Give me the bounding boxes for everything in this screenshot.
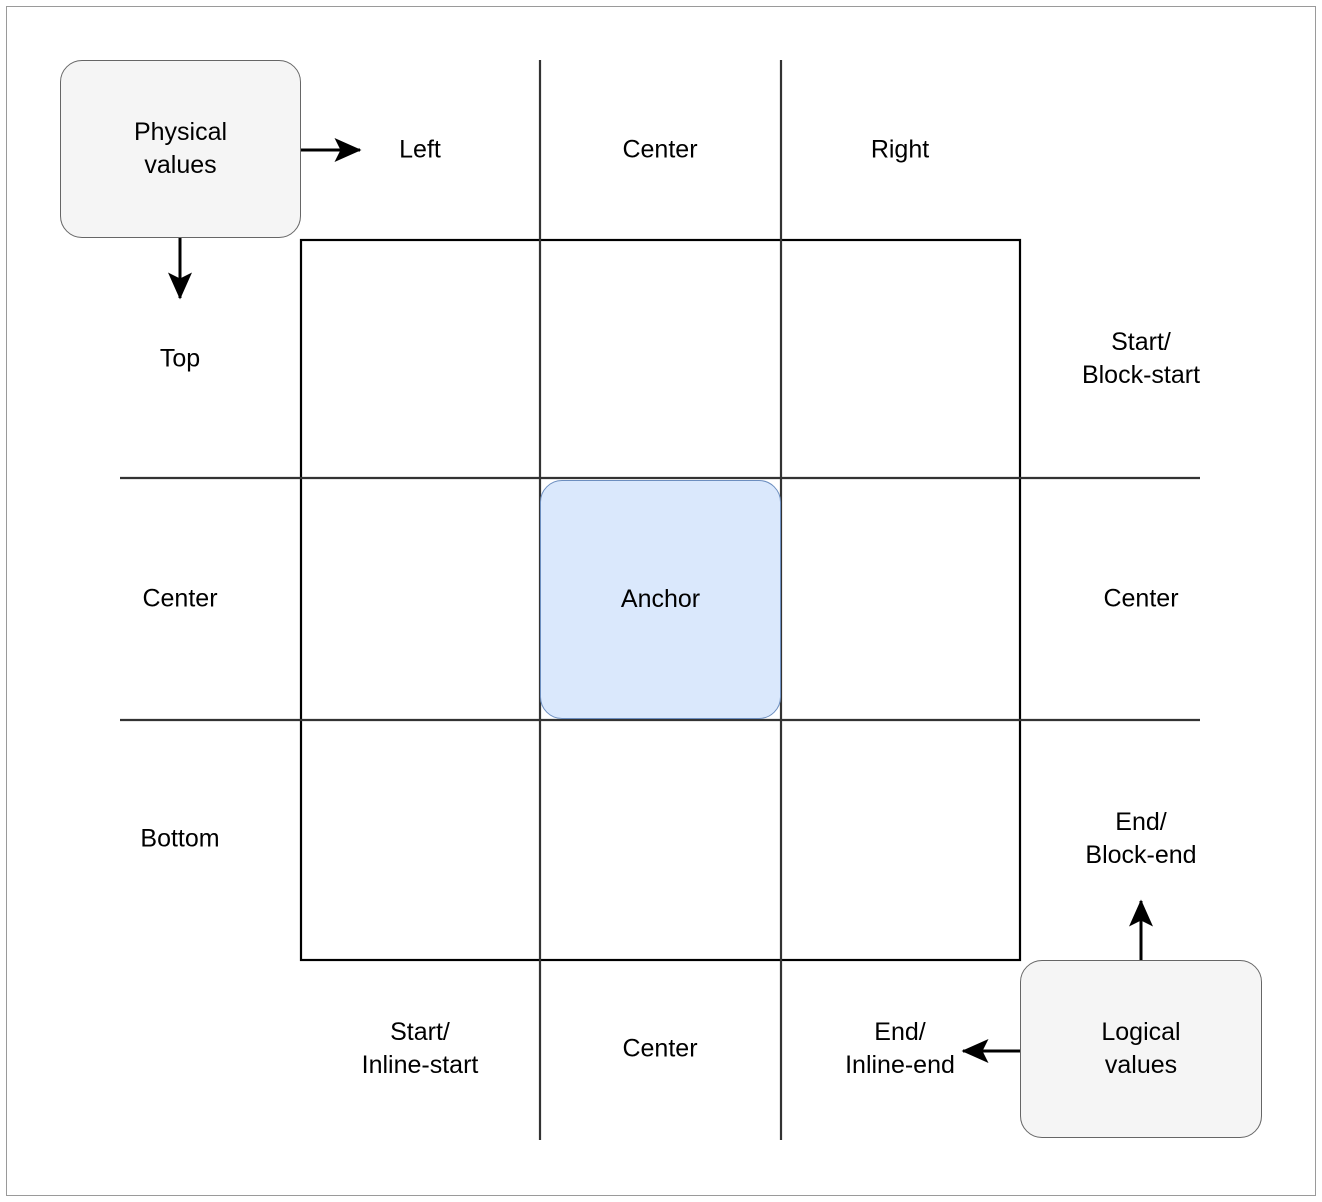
logical-values-node[interactable]: Logical values — [1020, 960, 1262, 1138]
label-start-block-start: Start/ Block-start — [1081, 328, 1201, 389]
label-end-inline-end: End/ Inline-end — [845, 1018, 955, 1079]
label-center-left: Center — [142, 584, 218, 613]
logical-values-label: Logical values — [1101, 1018, 1181, 1079]
label-center-right: Center — [1103, 584, 1179, 613]
anchor-label: Anchor — [620, 585, 701, 613]
physical-values-label: Physical values — [133, 118, 228, 179]
label-right: Right — [870, 135, 930, 164]
label-start-inline-start: Start/ Inline-start — [361, 1018, 479, 1079]
label-top: Top — [159, 344, 201, 373]
physical-values-node[interactable]: Physical values — [60, 60, 301, 238]
label-end-block-end: End/ Block-end — [1085, 808, 1197, 869]
grid-outer-rect — [299, 238, 1022, 962]
label-center-bottom: Center — [622, 1034, 698, 1063]
anchor-node[interactable]: Anchor — [540, 480, 781, 719]
label-bottom: Bottom — [140, 824, 220, 853]
label-center-top: Center — [622, 135, 698, 164]
label-left: Left — [399, 135, 441, 164]
